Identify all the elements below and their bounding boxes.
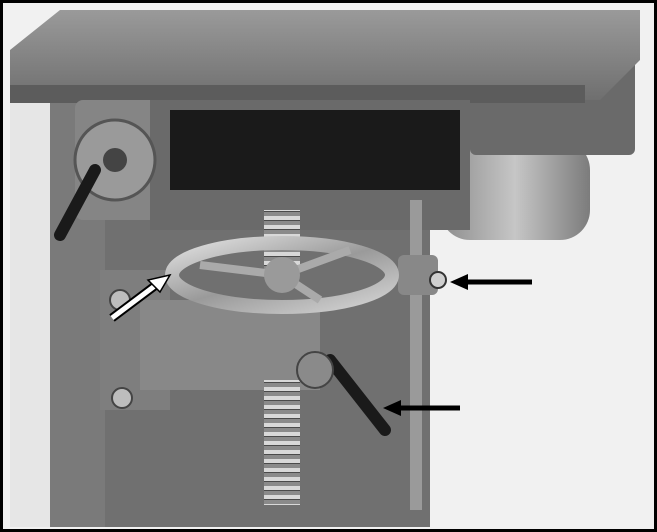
handwheel [165,236,399,314]
lock-knob [429,271,447,289]
lock-lever [296,351,391,436]
guide-post [398,200,447,510]
lower-bracket [100,270,320,410]
work-table [10,10,640,103]
black-arrow-lower [383,400,460,416]
white-arrow [109,273,172,322]
tilt-lock-handle [54,164,101,241]
black-arrow-upper [450,274,532,290]
lead-screw [264,210,300,505]
